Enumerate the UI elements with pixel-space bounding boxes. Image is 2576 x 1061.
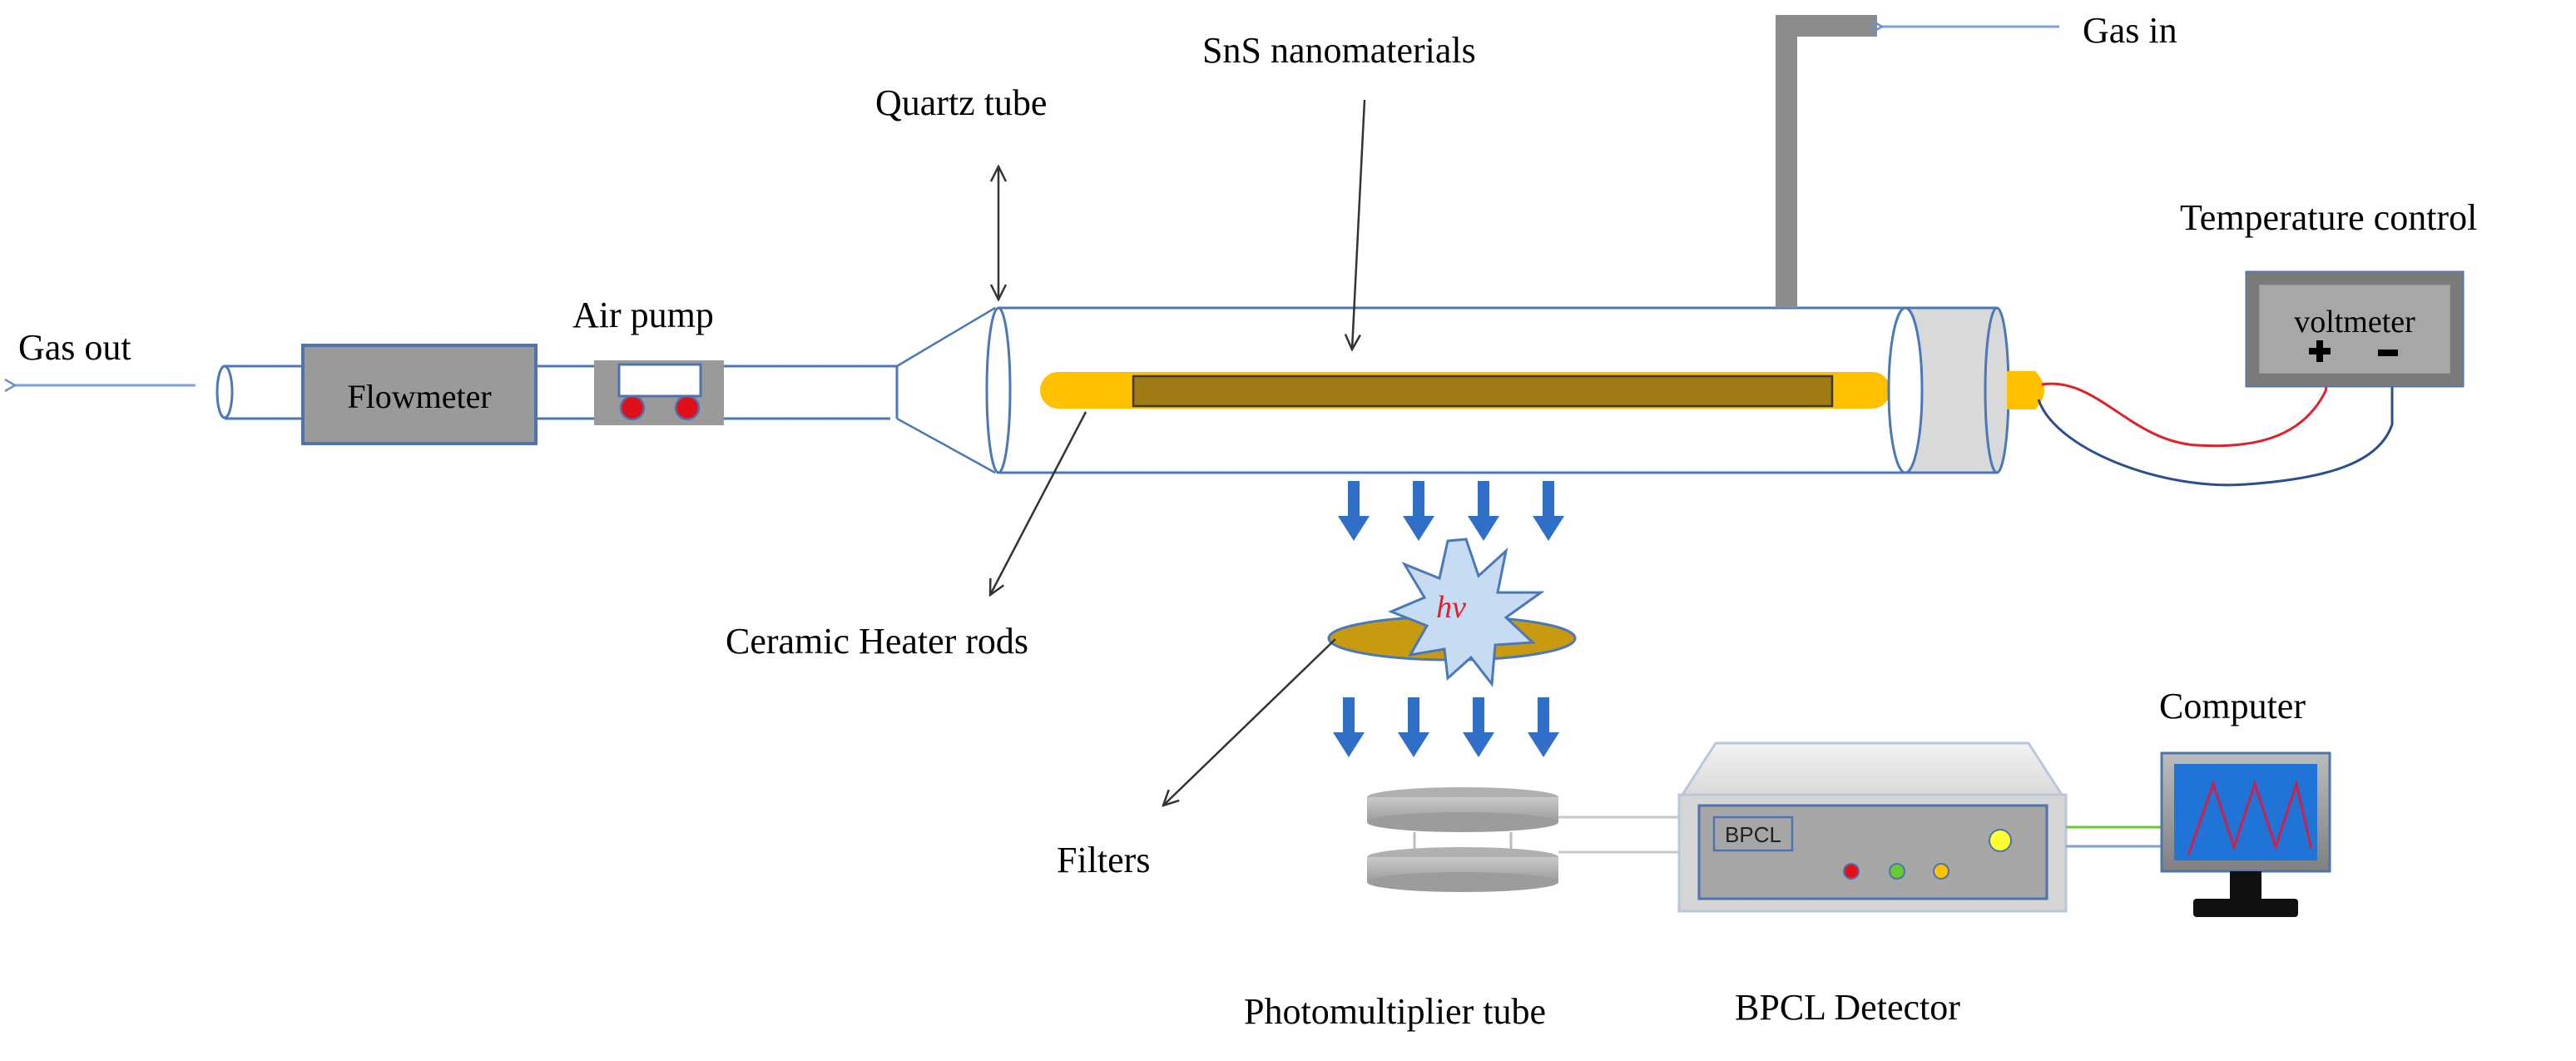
emission-arrows-upper xyxy=(1338,481,1564,541)
voltmeter-label: voltmeter xyxy=(2294,305,2415,340)
gas-inlet-pipe xyxy=(1776,15,1877,308)
tube-end-cap xyxy=(1887,306,2044,474)
ceramic-heater-rods-label: Ceramic Heater rods xyxy=(726,621,1028,662)
flowmeter xyxy=(301,344,537,445)
sns-pointer xyxy=(1352,99,1366,350)
voltmeter xyxy=(2245,270,2465,388)
computer-label: Computer xyxy=(2159,686,2306,726)
bpcl-detector-label: BPCL Detector xyxy=(1735,987,1960,1028)
heater-pointer xyxy=(990,411,1087,595)
bpcl-detector xyxy=(1677,741,2068,913)
quartz-tube-label: Quartz tube xyxy=(875,82,1047,123)
computer-monitor xyxy=(2160,751,2331,917)
photon-starburst xyxy=(1388,538,1545,687)
quartz-tube xyxy=(985,306,1905,474)
gas-in-label: Gas in xyxy=(2083,10,2177,51)
air-pump xyxy=(594,360,724,425)
pmt-detector-cables xyxy=(1558,816,1679,854)
bpcl-panel-label: BPCL xyxy=(1725,822,1781,847)
hv-label: hv xyxy=(1436,590,1466,625)
ceramic-heater-rod xyxy=(1040,372,1890,409)
photomultiplier-tube xyxy=(1367,787,1558,892)
filters-label: Filters xyxy=(1057,840,1150,880)
detector-computer-cables xyxy=(2066,825,2162,848)
filters-pointer xyxy=(1163,638,1336,806)
temperature-control-label: Temperature control xyxy=(2180,197,2477,238)
air-pump-label: Air pump xyxy=(572,295,714,335)
gas-out-label: Gas out xyxy=(18,327,131,368)
sns-nanomaterials-label: SnS nanomaterials xyxy=(1202,30,1476,71)
thermocouple-wires xyxy=(2037,365,2394,487)
photomultiplier-tube-label: Photomultiplier tube xyxy=(1244,991,1546,1032)
flowmeter-label: Flowmeter xyxy=(347,378,491,415)
tube-funnel xyxy=(896,306,996,474)
emission-arrows-lower xyxy=(1333,697,1559,757)
